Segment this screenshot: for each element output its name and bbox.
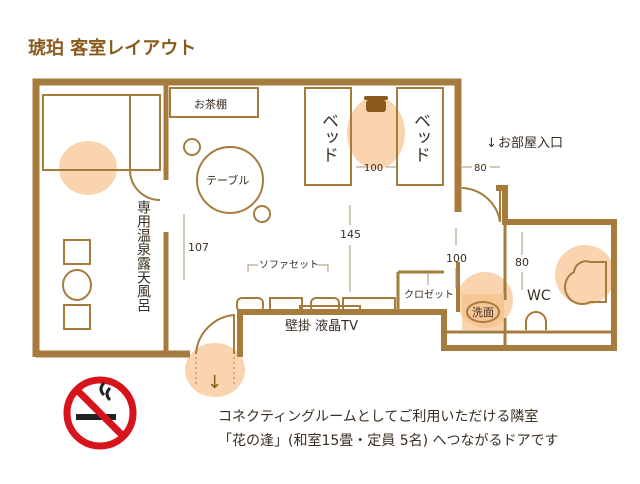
toilet-icon	[564, 260, 607, 305]
bed-left	[304, 87, 352, 186]
sofa	[236, 297, 264, 313]
tv-label: 壁掛 液晶TV	[285, 319, 358, 334]
tea-shelf-label: お茶棚	[194, 97, 227, 111]
entrance-label[interactable]: お部屋入口	[498, 136, 563, 151]
wc-label: WC	[527, 288, 551, 304]
sink-icon	[525, 311, 547, 330]
sofa-label: ソファセット	[259, 259, 319, 271]
washroom-label: 洗面	[472, 306, 494, 319]
bed-right	[396, 87, 444, 186]
chair-icon	[183, 138, 201, 156]
onsen-label: 専用温泉露天風呂	[135, 200, 151, 312]
table	[196, 146, 264, 214]
closet-label: クロゼット	[404, 289, 454, 301]
down-arrow-icon: ↓	[486, 136, 497, 151]
connecting-door[interactable]	[195, 313, 235, 355]
chair-icon	[253, 205, 271, 223]
highlight-bath	[59, 141, 117, 195]
table-label: テーブル	[206, 173, 249, 187]
bathtub	[42, 94, 161, 171]
down-arrow-icon: ↓	[207, 372, 222, 393]
page-title: 琥珀 客室レイアウト	[28, 37, 196, 59]
dim-wc-door: 80	[515, 256, 529, 269]
sofa-table	[299, 305, 361, 313]
entrance-door[interactable]	[461, 187, 501, 223]
no-smoking-icon	[63, 376, 137, 450]
dim-hall: 100	[446, 252, 467, 265]
bed-right-label: ベッド	[410, 112, 430, 163]
telephone-icon	[364, 96, 388, 112]
highlight-connecting-door	[185, 343, 245, 397]
highlight-beds	[347, 97, 405, 169]
dim-room-depth: 145	[340, 228, 361, 241]
caption-line-1: コネクティングルームとしてご利用いただける隣室	[218, 408, 538, 425]
tea-shelf	[169, 87, 259, 118]
bed-left-label: ベッド	[318, 112, 338, 163]
highlight-wc	[555, 245, 615, 305]
stool-icon	[63, 304, 91, 330]
washbasin	[466, 301, 500, 323]
stool-icon	[63, 239, 91, 265]
dim-onsen-door: 107	[188, 241, 209, 254]
dim-between-beds: 100	[364, 163, 383, 174]
caption-line-2: 「花の逢」(和室15畳・定員 5名) へつながるドアです	[218, 432, 559, 449]
bucket-icon	[62, 269, 92, 301]
dim-entrance: 80	[474, 163, 487, 174]
